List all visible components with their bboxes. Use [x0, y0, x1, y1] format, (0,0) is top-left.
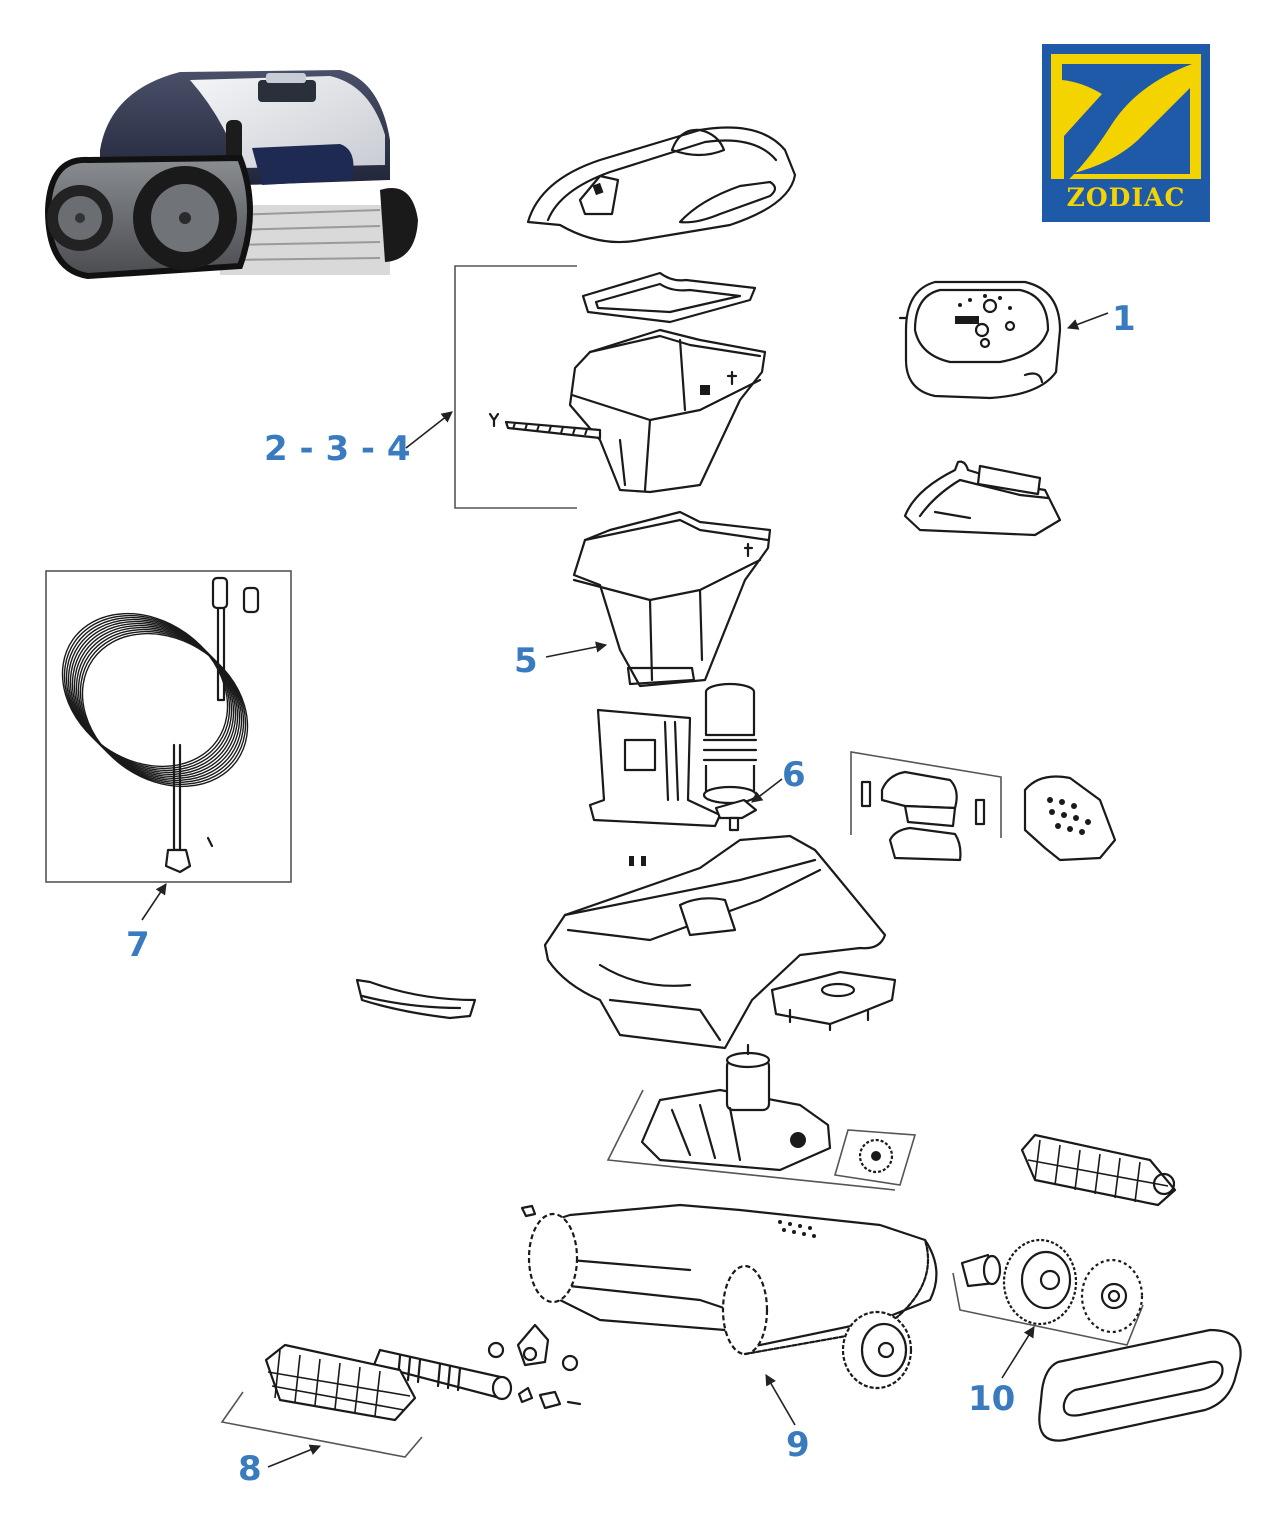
callout-label-2-3-4: 2 - 3 - 4 — [264, 429, 411, 469]
callout-label-1: 1 — [1112, 299, 1136, 339]
control-unit — [898, 280, 1062, 400]
filter-basket — [568, 328, 767, 494]
callout-label-6: 6 — [782, 755, 806, 795]
impeller — [714, 798, 758, 832]
logo-wordmark: ZODIAC — [1066, 183, 1186, 212]
callout-label-5: 5 — [514, 641, 538, 681]
bracket-wheel-kit — [952, 1272, 1144, 1346]
bracket-brush — [220, 1391, 423, 1458]
arrow-10 — [1001, 1326, 1035, 1379]
callout-label-10: 10 — [968, 1379, 1016, 1419]
callout-arrows — [141, 312, 1109, 1468]
drive-wheel-kit — [960, 1238, 1144, 1334]
body-shell — [543, 834, 887, 1050]
filter-insert — [488, 412, 602, 440]
motor-block — [640, 1043, 832, 1172]
callout-label-9: 9 — [786, 1425, 810, 1465]
top-lid — [526, 126, 797, 244]
handle-tray — [903, 460, 1062, 537]
arrow-8 — [267, 1444, 322, 1468]
product-photo — [44, 70, 418, 280]
screws — [629, 856, 646, 866]
bracket-side-panels — [850, 751, 1002, 838]
brush-roller-shaft — [372, 1323, 582, 1410]
bracket-gear — [833, 1129, 917, 1186]
side-panels — [860, 770, 986, 862]
pump-cylinder — [702, 682, 758, 805]
callout-label-8: 8 — [238, 1449, 262, 1489]
brush — [264, 1343, 417, 1422]
filter-lid — [581, 271, 757, 324]
bracket-motor — [606, 1089, 896, 1191]
front-bumper — [355, 978, 477, 1020]
filter-housing — [572, 510, 772, 688]
cable-box — [45, 570, 292, 883]
motor-mount — [770, 970, 897, 1032]
rear-grille — [1023, 775, 1117, 862]
arrow-9 — [765, 1374, 796, 1426]
spare-brush — [1020, 1133, 1177, 1207]
gear — [858, 1138, 894, 1174]
bracket-2-3-4 — [454, 265, 577, 509]
callout-label-7: 7 — [126, 925, 150, 965]
chassis — [520, 1203, 938, 1390]
arrow-7 — [141, 883, 167, 921]
track-belt — [1038, 1328, 1242, 1442]
zodiac-logo: ZODIAC — [1042, 44, 1210, 222]
basket-frame — [588, 708, 722, 828]
cable-coil — [61, 576, 260, 874]
arrow-2-3-4 — [405, 411, 453, 449]
arrow-1 — [1066, 312, 1109, 330]
arrow-6 — [751, 778, 783, 803]
arrow-5 — [545, 641, 608, 658]
